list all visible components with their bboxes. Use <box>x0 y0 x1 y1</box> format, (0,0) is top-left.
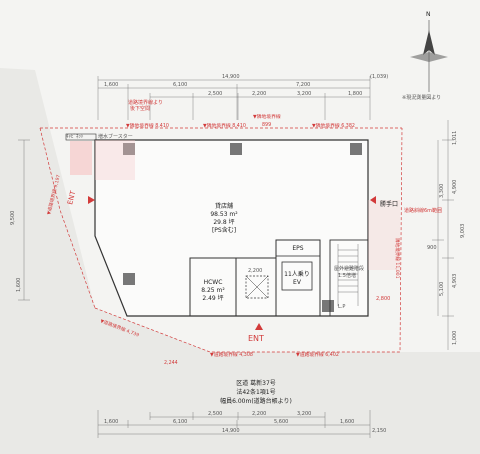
building-outline <box>65 133 400 317</box>
bottom-dim-b4: 1,600 <box>340 419 354 425</box>
road-width: 幅員6.00m(道路台帳より) <box>220 397 292 405</box>
top-boundary-d: ▼隣地境界線 6,382 <box>312 122 355 129</box>
hcwc-area: 8.25 m² <box>201 287 225 294</box>
ent-bottom-arrow <box>255 323 263 330</box>
main-room-name: 貸店舗 <box>215 202 233 210</box>
right-dim-3: 9,003 <box>460 224 466 238</box>
bottom-dimensions <box>97 410 371 438</box>
ent-left-arrow <box>88 196 95 204</box>
north-arrow: N <box>410 11 448 92</box>
right-dimensions <box>432 120 454 350</box>
shaft-dim: 2,200 <box>248 268 262 274</box>
top-boundary-c-val: 899 <box>262 122 271 128</box>
right-dim-inner-2: 900 <box>427 245 437 251</box>
hcwc-tsubo: 2.49 坪 <box>202 294 223 302</box>
left-dimensions <box>18 139 30 301</box>
main-room-tsubo: 29.8 坪 <box>213 218 234 226</box>
corner-dim: 2,800 <box>376 296 390 302</box>
top-boundary-b: ▼隣地境界線 8,410 <box>203 122 246 129</box>
service-door-arrow <box>370 196 376 204</box>
eps-label: EPS <box>292 245 303 252</box>
service-door-label: 勝手口 <box>380 200 398 208</box>
bottom-dim-a3: 3,200 <box>297 411 311 417</box>
boundary-lines <box>39 127 403 353</box>
bottom-boundary-small: 2,244 <box>164 360 178 366</box>
bottom-overall-dim: 14,900 <box>222 428 240 434</box>
bottom-boundary-b: ▼道路境界線 6,402 <box>296 351 339 358</box>
road-area <box>0 68 480 454</box>
top-dim-7: 1,800 <box>348 91 362 97</box>
road-district: 区道 葛新37号 <box>236 379 276 387</box>
top-offset-dim: (1,039) <box>370 74 388 80</box>
hcwc-name: HCWC <box>204 279 223 286</box>
top-boundary-a: ▼隣地境界線 8,410 <box>126 122 169 129</box>
top-dim-5: 2,200 <box>252 91 266 97</box>
bottom-boundary-a: ▼道路境界線 4,308 <box>210 351 253 358</box>
north-label: N <box>426 11 431 18</box>
right-dim-inner-3: 5,100 <box>439 282 445 296</box>
lp-label: L.P <box>338 304 345 310</box>
bottom-dim-b3: 5,600 <box>274 419 288 425</box>
bottom-dim-a2: 2,200 <box>252 411 266 417</box>
bottom-dim-b1: 1,600 <box>104 419 118 425</box>
right-dim-5: 1,000 <box>452 331 458 345</box>
right-boundary-a: 道路斜線6m範囲 <box>404 207 442 214</box>
ent-bottom-label: ENT <box>248 334 264 343</box>
top-boundary-note: 道路境界線より後下空間 <box>128 99 163 112</box>
top-boundary-c: ▼隣地境界線 <box>253 113 281 120</box>
top-dim-1: 1,600 <box>104 82 118 88</box>
bottom-dim-b2: 6,100 <box>173 419 187 425</box>
cabinet-label: ｷｬﾋﾞﾈｯﾄ <box>66 133 84 140</box>
bottom-dim-a1: 2,500 <box>208 411 222 417</box>
ent-left-label: ENT <box>66 189 77 205</box>
bottom-offset-dim: 2,150 <box>372 428 386 434</box>
top-dim-3: 7,200 <box>296 82 310 88</box>
main-room-area: 98.53 m² <box>210 211 238 218</box>
right-dim-1: 1,011 <box>452 131 458 145</box>
main-room-note: [PS含む] <box>212 226 236 234</box>
top-dim-2: 6,100 <box>173 82 187 88</box>
top-dim-6: 3,200 <box>297 91 311 97</box>
right-dim-inner-1: 3,300 <box>439 184 445 198</box>
booster-label: 増水ブースター <box>98 133 133 140</box>
top-dimensions <box>97 76 371 120</box>
right-dim-4: 4,903 <box>452 274 458 288</box>
right-dim-2: 4,900 <box>452 180 458 194</box>
left-dim-a: 9,500 <box>10 211 16 225</box>
top-dim-4: 2,500 <box>208 91 222 97</box>
survey-note: ※現況測量図より <box>402 94 441 101</box>
right-boundary-b: 隣地境界線 11,001 <box>394 238 401 279</box>
left-dim-b: 1,600 <box>16 278 22 292</box>
road-law: 法42条1項1号 <box>236 388 275 396</box>
top-overall-dim: 14,900 <box>222 74 240 80</box>
